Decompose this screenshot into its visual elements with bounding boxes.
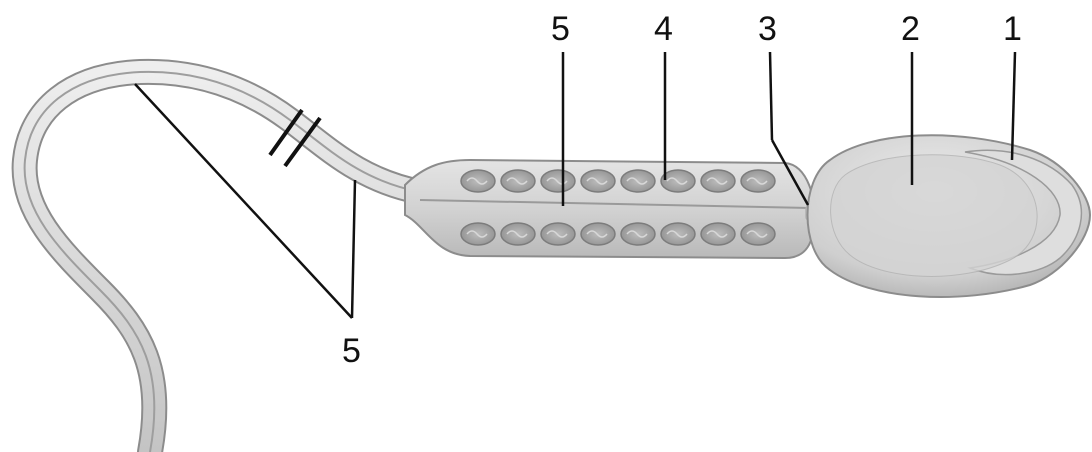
label-5-bottom: 5	[342, 332, 361, 370]
mitochondrion	[621, 170, 655, 192]
mitochondrion	[661, 223, 695, 245]
label-3: 3	[758, 10, 777, 48]
mitochondrion	[741, 170, 775, 192]
mitochondrion	[581, 223, 615, 245]
leader-1	[1012, 52, 1015, 160]
mitochondrion	[541, 170, 575, 192]
nucleus	[831, 155, 1038, 277]
mitochondrion	[501, 170, 535, 192]
mitochondrion	[621, 223, 655, 245]
label-5-top: 5	[551, 10, 570, 48]
mitochondrion	[581, 170, 615, 192]
leader-5-b	[352, 180, 355, 318]
mitochondrion	[501, 223, 535, 245]
label-2: 2	[901, 10, 920, 48]
mitochondrion	[701, 223, 735, 245]
label-4: 4	[654, 10, 673, 48]
mitochondrion	[701, 170, 735, 192]
mitochondrion	[461, 223, 495, 245]
mitochondrion	[461, 170, 495, 192]
mitochondrion	[741, 223, 775, 245]
tail	[25, 72, 420, 452]
tail-inner	[25, 72, 420, 452]
head	[808, 135, 1091, 297]
midpiece	[405, 160, 815, 258]
mitochondrion	[541, 223, 575, 245]
label-1: 1	[1003, 10, 1022, 48]
leader-3	[770, 52, 772, 140]
